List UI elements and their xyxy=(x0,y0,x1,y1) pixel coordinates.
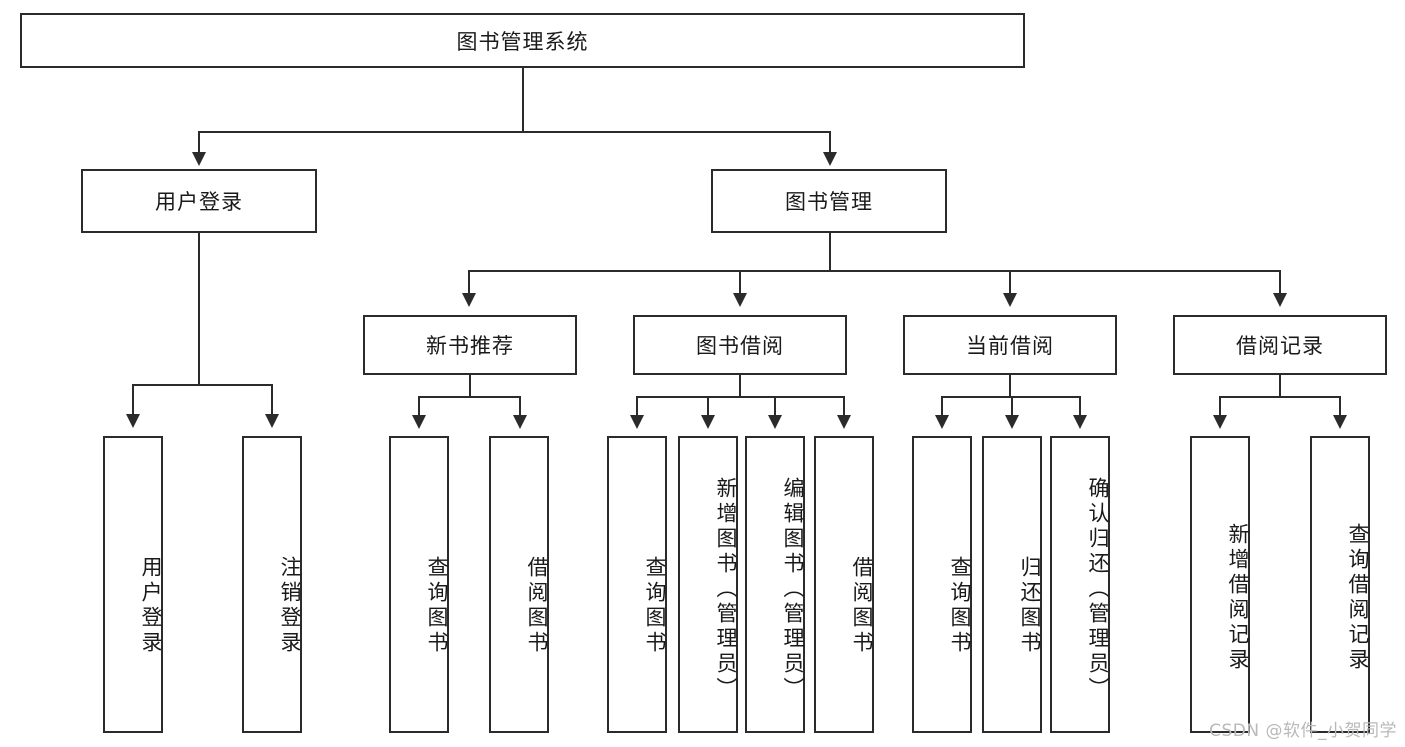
connector-bb-to-leaf-2 xyxy=(707,396,709,416)
leaf-label: 新增图书（管理员） xyxy=(714,477,738,702)
connector-user-login-stem xyxy=(198,233,200,385)
connector-current-borrow-stem xyxy=(1009,375,1011,397)
arrow-bb-to-leaf-1 xyxy=(630,415,644,429)
connector-bm-to-new-book xyxy=(468,270,470,294)
node-label: 新书推荐 xyxy=(426,334,514,358)
leaf-label: 新增借阅记录 xyxy=(1226,522,1250,673)
leaf-query-book-new[interactable]: 查询图书 xyxy=(389,436,449,733)
node-label: 当前借阅 xyxy=(966,334,1054,358)
node-label: 用户登录 xyxy=(155,190,243,214)
arrow-bm-to-borrow-record xyxy=(1273,293,1287,307)
node-user-login[interactable]: 用户登录 xyxy=(81,169,317,233)
connector-user-login-to-leaf-2 xyxy=(271,384,273,415)
connector-new-book-bus xyxy=(418,396,521,398)
arrow-cb-to-leaf-3 xyxy=(1073,415,1087,429)
leaf-query-book-borrow[interactable]: 查询图书 xyxy=(607,436,667,733)
connector-root-to-user-login xyxy=(198,131,200,153)
leaf-edit-book-admin[interactable]: 编辑图书（管理员） xyxy=(745,436,805,733)
leaf-label: 查询图书 xyxy=(425,555,449,656)
arrow-bb-to-leaf-2 xyxy=(701,415,715,429)
leaf-label: 归还图书 xyxy=(1018,555,1042,656)
leaf-label: 确认归还（管理员） xyxy=(1086,477,1110,702)
connector-borrow-record-stem xyxy=(1279,375,1281,397)
connector-user-login-bus xyxy=(132,384,272,386)
connector-cb-to-leaf-1 xyxy=(941,396,943,416)
arrow-user-login-to-leaf-2 xyxy=(265,414,279,428)
arrow-br-to-leaf-1 xyxy=(1213,415,1227,429)
connector-new-book-to-leaf-1 xyxy=(418,396,420,416)
leaf-query-book-current[interactable]: 查询图书 xyxy=(912,436,972,733)
leaf-borrow-book-new[interactable]: 借阅图书 xyxy=(489,436,549,733)
connector-borrow-record-bus xyxy=(1219,396,1341,398)
arrow-bb-to-leaf-4 xyxy=(837,415,851,429)
connector-bm-to-borrow-record xyxy=(1279,270,1281,294)
node-label: 借阅记录 xyxy=(1236,334,1324,358)
connector-new-book-to-leaf-2 xyxy=(519,396,521,416)
arrow-cb-to-leaf-2 xyxy=(1005,415,1019,429)
arrow-cb-to-leaf-1 xyxy=(935,415,949,429)
leaf-user-login[interactable]: 用户登录 xyxy=(103,436,163,733)
leaf-label: 借阅图书 xyxy=(850,555,874,656)
connector-bm-to-book-borrow xyxy=(739,270,741,294)
leaf-query-borrow-record[interactable]: 查询借阅记录 xyxy=(1310,436,1370,733)
leaf-return-book[interactable]: 归还图书 xyxy=(982,436,1042,733)
arrow-new-book-to-leaf-2 xyxy=(513,415,527,429)
connector-bb-to-leaf-3 xyxy=(774,396,776,416)
arrow-root-to-user-login xyxy=(192,152,206,166)
arrow-bm-to-current-borrow xyxy=(1003,293,1017,307)
leaf-confirm-return-admin[interactable]: 确认归还（管理员） xyxy=(1050,436,1110,733)
arrow-bb-to-leaf-3 xyxy=(768,415,782,429)
node-root-book-management-system[interactable]: 图书管理系统 xyxy=(20,13,1025,68)
leaf-label: 借阅图书 xyxy=(525,555,549,656)
leaf-label: 查询借阅记录 xyxy=(1346,522,1370,673)
arrow-user-login-to-leaf-1 xyxy=(126,414,140,428)
node-book-borrow[interactable]: 图书借阅 xyxy=(633,315,847,375)
connector-root-bus xyxy=(198,131,830,133)
leaf-label: 用户登录 xyxy=(139,555,163,656)
leaf-borrow-book[interactable]: 借阅图书 xyxy=(814,436,874,733)
connector-root-stem xyxy=(522,68,524,132)
connector-book-management-stem xyxy=(829,233,831,271)
node-book-management[interactable]: 图书管理 xyxy=(711,169,947,233)
leaf-add-book-admin[interactable]: 新增图书（管理员） xyxy=(678,436,738,733)
connector-book-borrow-stem xyxy=(739,375,741,397)
leaf-label: 编辑图书（管理员） xyxy=(781,477,805,702)
connector-bm-to-current-borrow xyxy=(1009,270,1011,294)
leaf-add-borrow-record[interactable]: 新增借阅记录 xyxy=(1190,436,1250,733)
connector-bb-to-leaf-1 xyxy=(636,396,638,416)
leaf-label: 查询图书 xyxy=(948,555,972,656)
leaf-label: 查询图书 xyxy=(643,555,667,656)
connector-br-to-leaf-1 xyxy=(1219,396,1221,416)
connector-br-to-leaf-2 xyxy=(1339,396,1341,416)
watermark: CSDN @软件_小贺同学 xyxy=(1209,721,1397,741)
node-new-book-recommend[interactable]: 新书推荐 xyxy=(363,315,577,375)
connector-new-book-stem xyxy=(469,375,471,397)
arrow-new-book-to-leaf-1 xyxy=(412,415,426,429)
connector-root-to-book-management xyxy=(829,131,831,153)
arrow-root-to-book-management xyxy=(823,152,837,166)
node-label: 图书管理系统 xyxy=(456,29,589,54)
node-current-borrow[interactable]: 当前借阅 xyxy=(903,315,1117,375)
connector-book-management-bus xyxy=(468,270,1280,272)
arrow-bm-to-book-borrow xyxy=(733,293,747,307)
connector-user-login-to-leaf-1 xyxy=(132,384,134,415)
leaf-label: 注销登录 xyxy=(278,555,302,656)
node-borrow-record[interactable]: 借阅记录 xyxy=(1173,315,1387,375)
arrow-br-to-leaf-2 xyxy=(1333,415,1347,429)
leaf-logout[interactable]: 注销登录 xyxy=(242,436,302,733)
connector-book-borrow-bus xyxy=(636,396,844,398)
connector-bb-to-leaf-4 xyxy=(843,396,845,416)
connector-cb-to-leaf-3 xyxy=(1079,396,1081,416)
arrow-bm-to-new-book xyxy=(462,293,476,307)
connector-cb-to-leaf-2 xyxy=(1011,396,1013,416)
connector-current-borrow-bus xyxy=(941,396,1080,398)
node-label: 图书借阅 xyxy=(696,334,784,358)
node-label: 图书管理 xyxy=(785,190,873,214)
